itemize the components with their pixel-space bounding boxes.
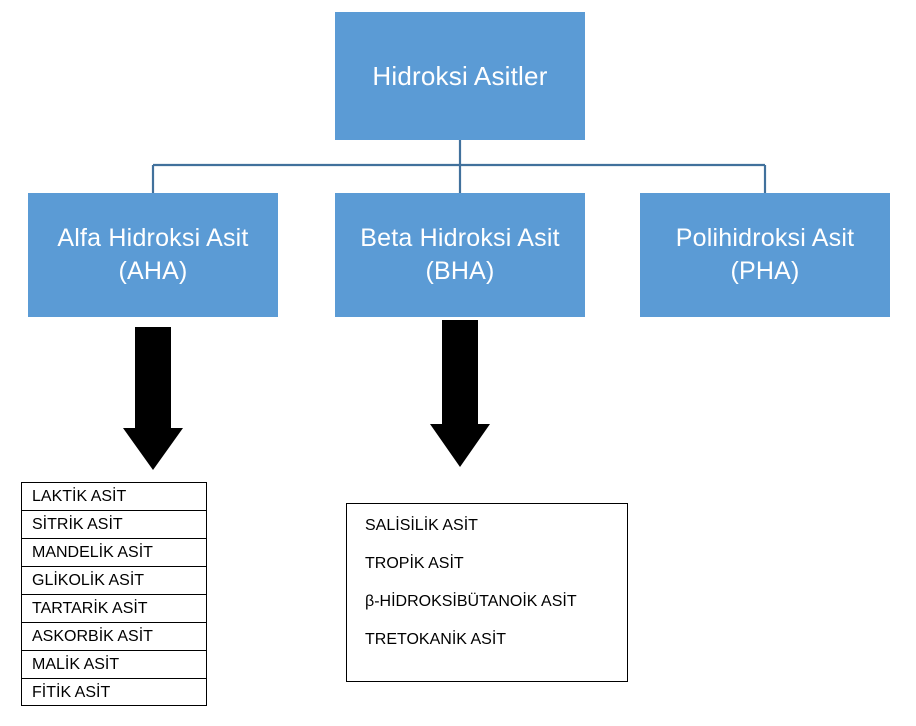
list-item: ASKORBİK ASİT — [22, 623, 206, 651]
node-bha-name: Beta Hidroksi Asit — [360, 224, 560, 252]
tree-connector-icon — [151, 140, 767, 193]
list-item: SİTRİK ASİT — [22, 511, 206, 539]
node-bha-abbr: (BHA) — [425, 257, 495, 285]
list-item: MALİK ASİT — [22, 651, 206, 679]
node-hidroksi-asitler[interactable]: Hidroksi Asitler — [335, 12, 585, 140]
bha-acid-list: SALİSİLİK ASİT TROPİK ASİT β-HİDROKSİBÜT… — [346, 503, 628, 682]
node-root-label: Hidroksi Asitler — [372, 60, 548, 91]
list-item: GLİKOLİK ASİT — [22, 567, 206, 595]
list-item: SALİSİLİK ASİT — [365, 517, 478, 534]
list-item: β-HİDROKSİBÜTANOİK ASİT — [365, 593, 577, 610]
node-aha-abbr: (AHA) — [118, 257, 188, 285]
node-pha-name: Polihidroksi Asit — [675, 224, 855, 252]
node-alfa-hidroksi-asit[interactable]: Alfa Hidroksi Asit (AHA) — [28, 193, 278, 317]
list-item: TROPİK ASİT — [365, 555, 464, 572]
node-pha-abbr: (PHA) — [730, 257, 800, 285]
down-arrow-icon-bha — [430, 320, 490, 467]
down-arrow-icon-aha — [123, 327, 183, 470]
list-item: TARTARİK ASİT — [22, 595, 206, 623]
node-beta-hidroksi-asit[interactable]: Beta Hidroksi Asit (BHA) — [335, 193, 585, 317]
node-aha-name: Alfa Hidroksi Asit — [57, 224, 249, 252]
node-polihidroksi-asit[interactable]: Polihidroksi Asit (PHA) — [640, 193, 890, 317]
list-item: LAKTİK ASİT — [22, 483, 206, 511]
list-item: FİTİK ASİT — [32, 684, 111, 701]
aha-acid-list: LAKTİK ASİT SİTRİK ASİT MANDELİK ASİT GL… — [21, 482, 207, 706]
list-item: MANDELİK ASİT — [22, 539, 206, 567]
list-item: TRETOKANİK ASİT — [365, 631, 507, 648]
